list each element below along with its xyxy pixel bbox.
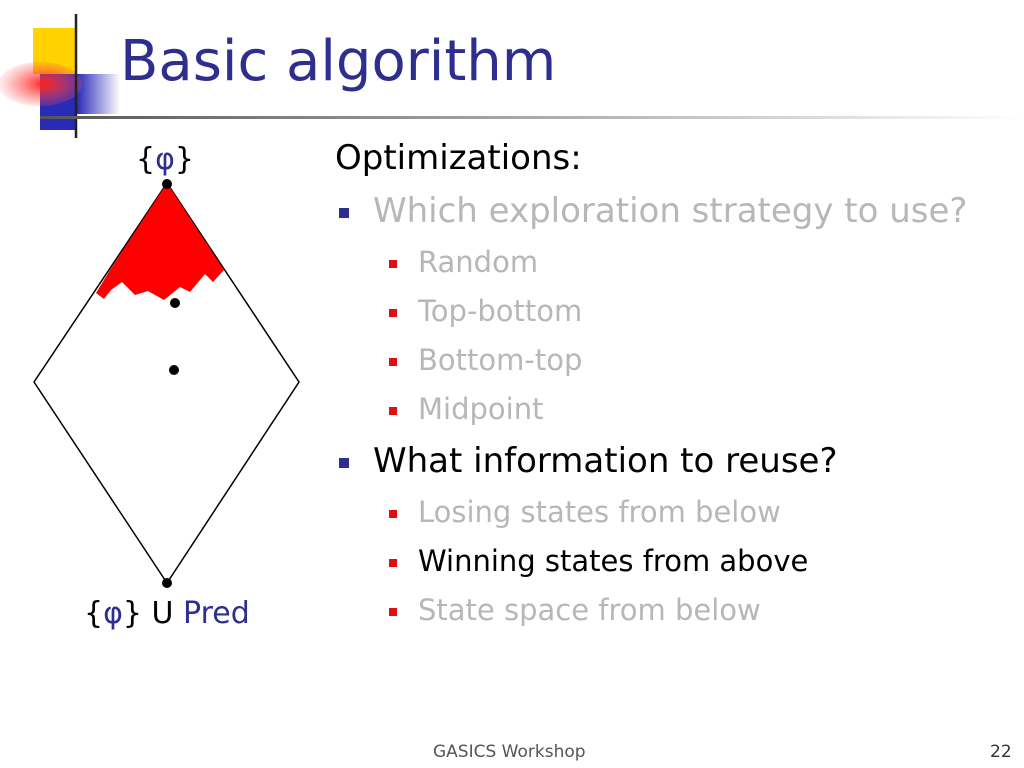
middle-node-1	[170, 298, 180, 308]
sub-bullet-bottom-top: Bottom-top	[335, 336, 1015, 385]
content-heading: Optimizations:	[335, 138, 582, 178]
sub-bullet-state-space: State space from below	[335, 586, 1015, 635]
square-bullet-icon	[389, 309, 397, 317]
square-bullet-icon	[389, 510, 397, 518]
slide-title: Basic algorithm	[120, 29, 557, 94]
square-bullet-icon	[389, 407, 397, 415]
square-bullet-icon	[389, 358, 397, 366]
brace-close: }	[174, 142, 194, 177]
sub-bullet-text: Midpoint	[418, 392, 544, 426]
square-bullet-icon	[339, 208, 349, 218]
slide-footer: GASICS Workshop	[433, 742, 586, 762]
middle-node-2	[169, 365, 179, 375]
slide-content: Optimizations: Which exploration strateg…	[335, 136, 1015, 635]
top-node	[162, 179, 172, 189]
sub-bullet-losing-states: Losing states from below	[335, 488, 1015, 537]
sub-bullet-top-bottom: Top-bottom	[335, 287, 1015, 336]
bottom-node-label: {φ} U Pred	[84, 596, 250, 631]
sub-bullet-text: Random	[418, 245, 539, 279]
brace-close: }	[122, 596, 142, 631]
bottom-node	[162, 578, 172, 588]
sub-bullet-winning-states: Winning states from above	[335, 537, 1015, 586]
union-symbol: U	[141, 596, 184, 631]
slide-logo	[0, 14, 120, 138]
top-node-label: {φ}	[136, 142, 194, 177]
bullet-exploration-strategy: Which exploration strategy to use?	[335, 188, 1015, 234]
square-bullet-icon	[389, 559, 397, 567]
explored-region	[96, 183, 224, 300]
title-divider	[40, 116, 1024, 119]
sub-bullet-text: Top-bottom	[418, 294, 583, 328]
pred-label: Pred	[183, 596, 250, 631]
phi-symbol: φ	[155, 142, 175, 177]
sub-bullet-midpoint: Midpoint	[335, 385, 1015, 434]
bullet-text: What information to reuse?	[373, 441, 838, 481]
page-number: 22	[990, 742, 1012, 762]
brace-open: {	[136, 142, 156, 177]
phi-symbol: φ	[103, 596, 123, 631]
sub-bullet-text: Winning states from above	[418, 544, 809, 578]
square-bullet-icon	[339, 458, 349, 468]
square-bullet-icon	[389, 260, 397, 268]
bullet-text: Which exploration strategy to use?	[373, 191, 968, 231]
bullet-information-reuse: What information to reuse?	[335, 438, 1015, 484]
sub-bullet-text: State space from below	[418, 593, 761, 627]
brace-open: {	[84, 596, 104, 631]
lattice-diagram	[33, 179, 300, 588]
sub-bullet-text: Bottom-top	[418, 343, 583, 377]
sub-bullet-random: Random	[335, 238, 1015, 287]
sub-bullet-text: Losing states from below	[418, 495, 781, 529]
square-bullet-icon	[389, 608, 397, 616]
